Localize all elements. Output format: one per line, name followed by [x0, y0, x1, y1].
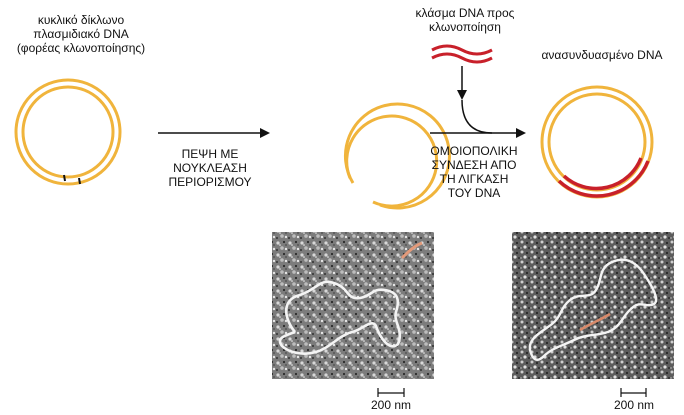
- step-digestion-line-1: ΠΕΨΗ ΜΕ: [181, 147, 239, 161]
- plasmid-label-line-2: πλασμιδιακό DNA: [33, 27, 129, 41]
- step-ligation-line-3: ΤΗ ΛΙΓΚΑΣΗ: [439, 172, 509, 186]
- dna-fragment: [431, 44, 493, 64]
- scale-label-right: 200 nm: [613, 398, 655, 412]
- plasmid-label: κυκλικό δίκλωνο πλασμιδιακό DNA (φορέας …: [2, 13, 160, 55]
- recombinant-label-text: ανασυνδυασμένο DNA: [541, 48, 663, 62]
- step-ligation-line-4: ΤΟΥ DNA: [447, 186, 501, 200]
- arrow-ligation: [430, 66, 526, 138]
- step-ligation-label: ΟΜΟΙΟΠΟΛΙΚΗ ΣΥΝΔΕΣΗ ΑΠΟ ΤΗ ΛΙΓΚΑΣΗ ΤΟΥ D…: [422, 144, 526, 200]
- scale-bar-right: [620, 388, 647, 397]
- restriction-site-mark-1: [63, 174, 66, 182]
- micrograph-recombinant: [512, 232, 674, 379]
- scale-label-left: 200 nm: [370, 398, 412, 412]
- fragment-label-line-1: κλάσμα DNA προς: [415, 6, 515, 20]
- plasmid-circle: [14, 78, 122, 186]
- plasmid-label-line-3: (φορέας κλωνοποίησης): [16, 41, 146, 55]
- plasmid-label-line-1: κυκλικό δίκλωνο: [37, 13, 125, 27]
- step-digestion-label: ΠΕΨΗ ΜΕ ΝΟΥΚΛΕΑΣΗ ΠΕΡΙΟΡΙΣΜΟΥ: [160, 147, 260, 189]
- recombinant-plasmid: [540, 85, 654, 199]
- recombinant-label: ανασυνδυασμένο DNA: [527, 48, 677, 62]
- step-ligation-line-2: ΣΥΝΔΕΣΗ ΑΠΟ: [431, 158, 517, 172]
- micrograph-linear-plasmid: [272, 232, 434, 379]
- arrow-digestion: [158, 128, 270, 138]
- step-digestion-line-3: ΠΕΡΙΟΡΙΣΜΟΥ: [168, 175, 252, 189]
- fragment-label: κλάσμα DNA προς κλωνοποίηση: [405, 6, 525, 34]
- step-digestion-line-2: ΝΟΥΚΛΕΑΣΗ: [173, 161, 247, 175]
- step-ligation-line-1: ΟΜΟΙΟΠΟΛΙΚΗ: [430, 144, 518, 158]
- restriction-site-mark-2: [78, 177, 81, 185]
- fragment-label-line-2: κλωνοποίηση: [429, 20, 501, 34]
- scale-bar-left: [377, 388, 405, 397]
- linearized-plasmid: [343, 102, 451, 210]
